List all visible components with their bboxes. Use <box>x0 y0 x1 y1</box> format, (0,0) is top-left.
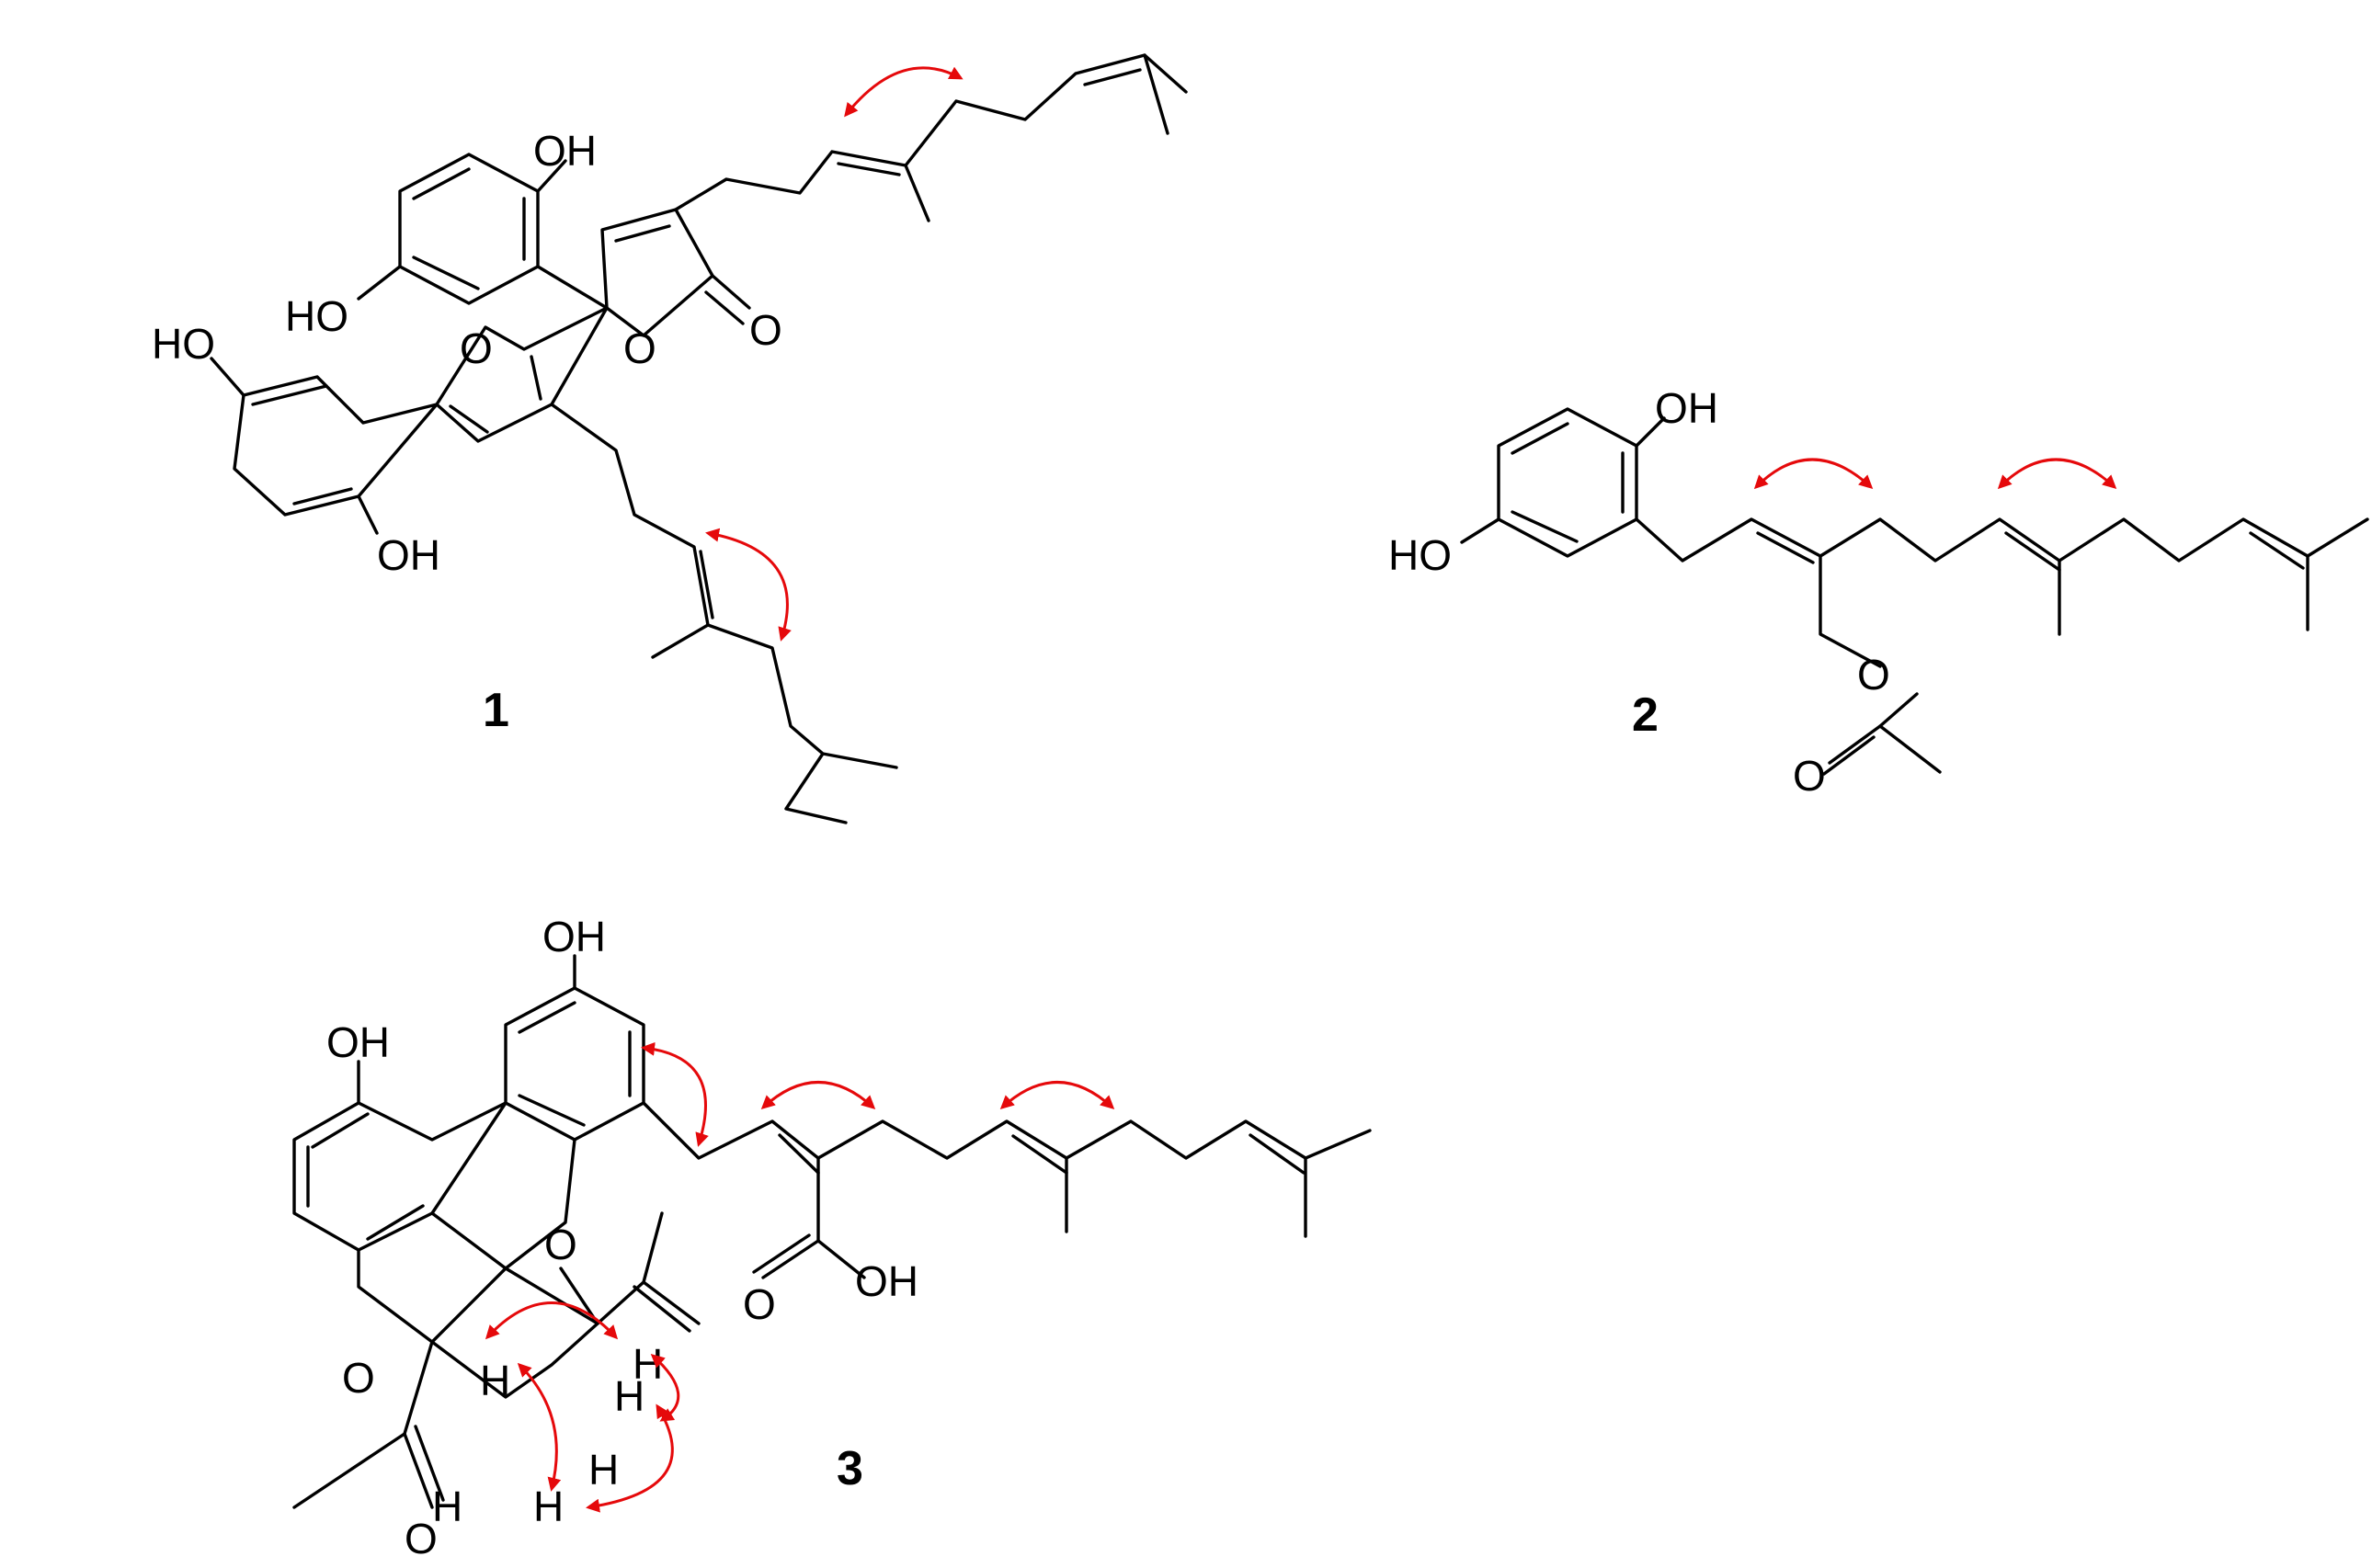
noe-correlation-arrow <box>760 1081 876 1110</box>
noe-correlation-arrow <box>517 1362 562 1492</box>
atom-label-o: O <box>623 324 656 372</box>
compound-label-2: 2 <box>1632 688 1659 742</box>
noe-correlation-arrow <box>586 1403 674 1513</box>
compound-label-3: 3 <box>837 1442 863 1495</box>
compound-3-structure <box>292 954 1372 1509</box>
atom-label-oh: OH <box>1655 384 1718 432</box>
atom-label-oh: OH <box>377 531 440 579</box>
atom-label-o: O <box>342 1354 375 1402</box>
atom-label-o: O <box>1857 651 1890 699</box>
noe-correlation-arrow <box>844 66 964 118</box>
noe-correlation-arrow <box>1753 458 1874 490</box>
atom-label-h: H <box>633 1340 663 1388</box>
noe-correlation-arrow <box>485 1301 619 1340</box>
atom-label-ho: HO <box>1388 531 1452 579</box>
atom-label-oh: OH <box>533 127 597 175</box>
atom-label-oh: OH <box>855 1257 918 1305</box>
noe-correlation-arrow <box>641 1041 709 1147</box>
compound-2-structure <box>1460 407 2369 776</box>
atom-label-ho: HO <box>285 292 348 340</box>
compound-1-structure <box>210 53 1188 824</box>
atom-label-oh: OH <box>542 913 606 960</box>
noe-correlation-arrow <box>999 1081 1115 1110</box>
atom-label-oh: OH <box>326 1018 390 1066</box>
atom-label-h: H <box>480 1357 510 1404</box>
compound-label-1: 1 <box>483 684 509 737</box>
atom-label-o: O <box>743 1280 776 1328</box>
atom-label-o: O <box>749 306 782 354</box>
atom-label-o: O <box>460 324 493 372</box>
atom-label-ho: HO <box>152 320 215 368</box>
atom-label-o: O <box>405 1515 438 1562</box>
atom-label-h: H <box>533 1483 564 1530</box>
atom-label-o: O <box>1793 752 1826 800</box>
atom-label-h: H <box>432 1483 462 1530</box>
noe-correlation-arrow <box>705 528 792 642</box>
noe-correlation-arrow <box>1997 458 2117 490</box>
atom-label-o: O <box>544 1221 577 1268</box>
atom-label-h: H <box>588 1446 619 1494</box>
